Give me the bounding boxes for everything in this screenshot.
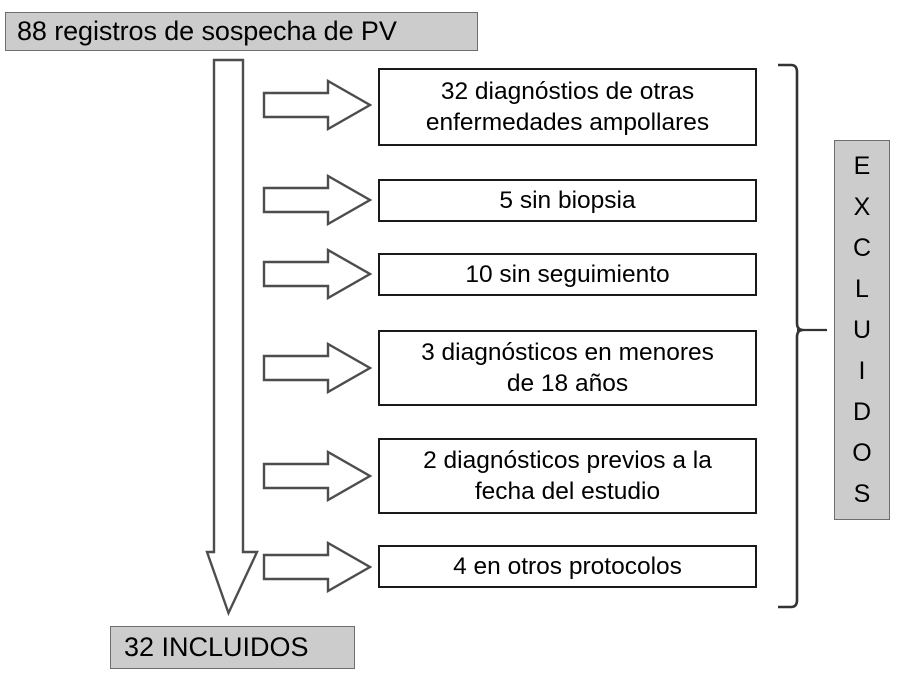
exclusion-box-diagnosed-before-study: 2 diagnósticos previos a la fecha del es…	[378, 438, 757, 514]
excluded-letter: C	[852, 233, 872, 262]
arrow-right-icon-1	[262, 79, 372, 131]
included-records-label: 32 INCLUIDOS	[124, 632, 309, 662]
exclusion-box-text: 32 diagnóstios de otras enfermedades amp…	[426, 76, 709, 138]
source-records-box: 88 registros de sospecha de PV	[5, 12, 478, 51]
arrow-right-icon-2	[262, 174, 372, 226]
excluded-letter: O	[852, 438, 872, 467]
arrow-right-icon-3	[262, 248, 372, 300]
exclusion-box-text: 5 sin biopsia	[499, 187, 636, 214]
excluded-group-label: E X C L U I D O S	[834, 140, 890, 520]
arrow-right-icon-4	[262, 342, 372, 394]
excluded-letter: X	[853, 192, 871, 221]
exclusion-box-other-bullous-diseases: 32 diagnóstios de otras enfermedades amp…	[378, 68, 757, 146]
exclusion-box-line2: fecha del estudio	[474, 478, 661, 505]
exclusion-box-text: 2 diagnósticos previos a la fecha del es…	[423, 445, 712, 507]
excluded-letter: I	[858, 356, 866, 385]
exclusion-box-line1: 32 diagnóstios de otras	[440, 78, 695, 105]
source-records-label: 88 registros de sospecha de PV	[17, 16, 397, 46]
exclusion-box-text: 4 en otros protocolos	[453, 553, 682, 580]
excluded-letter: D	[852, 397, 872, 426]
excluded-letter: S	[853, 479, 871, 508]
exclusion-box-text: 3 diagnósticos en menores de 18 años	[421, 337, 714, 399]
exclusion-box-text: 10 sin seguimiento	[465, 261, 670, 288]
exclusion-box-no-biopsy: 5 sin biopsia	[378, 179, 757, 222]
exclusion-box-minors-under-18: 3 diagnósticos en menores de 18 años	[378, 330, 757, 406]
exclusion-box-other-protocols: 4 en otros protocolos	[378, 545, 757, 588]
arrow-down-icon	[205, 58, 261, 618]
exclusion-box-no-followup: 10 sin seguimiento	[378, 253, 757, 296]
excluded-letter: U	[852, 315, 872, 344]
arrow-right-icon-6	[262, 541, 372, 593]
exclusion-box-line1: 3 diagnósticos en menores	[421, 339, 714, 366]
excluded-letter: L	[855, 274, 869, 303]
exclusion-box-line2: enfermedades ampollares	[425, 109, 710, 136]
exclusion-box-line1: 2 diagnósticos previos a la	[423, 447, 712, 474]
included-records-box: 32 INCLUIDOS	[110, 626, 355, 669]
exclusion-box-line2: de 18 años	[506, 370, 629, 397]
arrow-right-icon-5	[262, 450, 372, 502]
brace-right-icon	[775, 62, 833, 610]
excluded-letter: E	[853, 151, 871, 180]
